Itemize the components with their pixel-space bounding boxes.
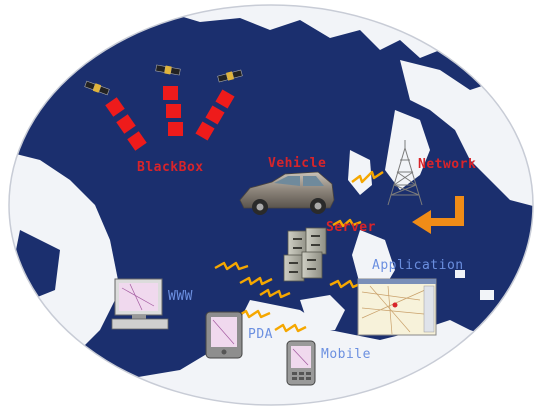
globe-outline — [8, 4, 534, 406]
mobile-label: Mobile — [321, 347, 371, 362]
server-label: Server — [326, 220, 376, 235]
server-icon — [283, 227, 327, 282]
land-borneo — [300, 295, 345, 330]
desktop-computer-icon — [111, 278, 169, 330]
land-island — [480, 290, 494, 300]
satellite-signal-left — [105, 97, 147, 151]
www-label: WWW — [168, 289, 193, 304]
land-japan — [385, 110, 430, 190]
network-label: Network — [418, 157, 477, 172]
satellite-signal-right — [195, 89, 235, 141]
return-arrow-icon — [412, 196, 464, 234]
pda-icon — [205, 311, 243, 359]
vehicle-icon — [239, 171, 335, 215]
application-map-screen — [357, 278, 437, 336]
blackbox-label: BlackBox — [137, 160, 204, 175]
land-korea — [348, 150, 372, 195]
land-island — [455, 270, 465, 278]
satellite-signal-center — [163, 86, 183, 136]
wireless-link — [214, 170, 384, 333]
pda-label: PDA — [248, 327, 273, 342]
satellite-icon — [155, 64, 181, 76]
tower-icon — [387, 140, 423, 206]
satellite-icon — [84, 80, 110, 96]
application-label: Application — [372, 258, 464, 273]
satellite-icon — [217, 69, 243, 83]
vehicle-label: Vehicle — [268, 156, 327, 171]
mobile-phone-icon — [286, 340, 316, 386]
